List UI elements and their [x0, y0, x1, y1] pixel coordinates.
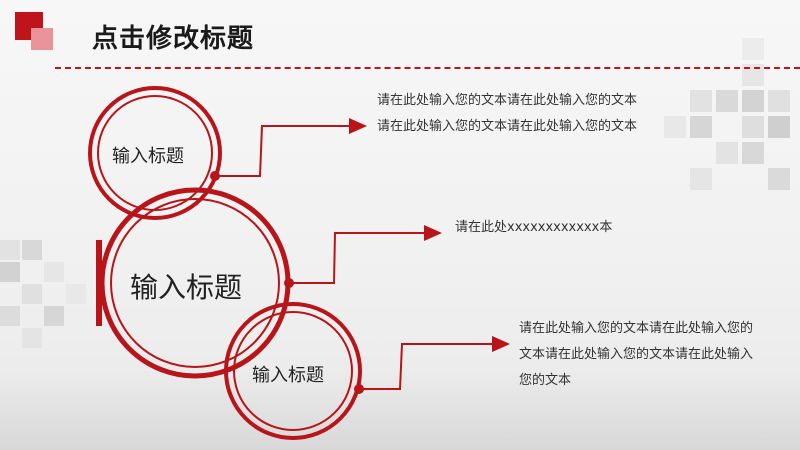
- middle-description[interactable]: 请在此处xxxxxxxxxxxx本: [455, 220, 613, 235]
- slide-title[interactable]: 点击修改标题: [92, 24, 255, 54]
- bottom-connector: [359, 336, 510, 390]
- top-circle-outer: [88, 86, 222, 220]
- top-circle-label[interactable]: 输入标题: [112, 146, 184, 167]
- bottom-circle-outer: [224, 302, 362, 440]
- middle-left-bar: [96, 240, 102, 326]
- top-description[interactable]: 请在此处输入您的文本请在此处输入您的文本请在此处输入您的文本请在此处输入您的文本: [377, 93, 638, 134]
- top-connector: [215, 118, 367, 177]
- title-divider: [55, 67, 800, 69]
- middle-circle-inner: [110, 198, 280, 368]
- bottom-description[interactable]: 请在此处输入您的文本请在此处输入您的文本请在此处输入您的文本请在此处输入您的文本: [519, 321, 754, 388]
- middle-circle-label[interactable]: 输入标题: [130, 271, 243, 304]
- middle-connector: [289, 225, 442, 284]
- bottom-circle-label[interactable]: 输入标题: [252, 365, 324, 386]
- bottom-circle-inner: [233, 311, 353, 431]
- logo-square-light: [31, 28, 53, 50]
